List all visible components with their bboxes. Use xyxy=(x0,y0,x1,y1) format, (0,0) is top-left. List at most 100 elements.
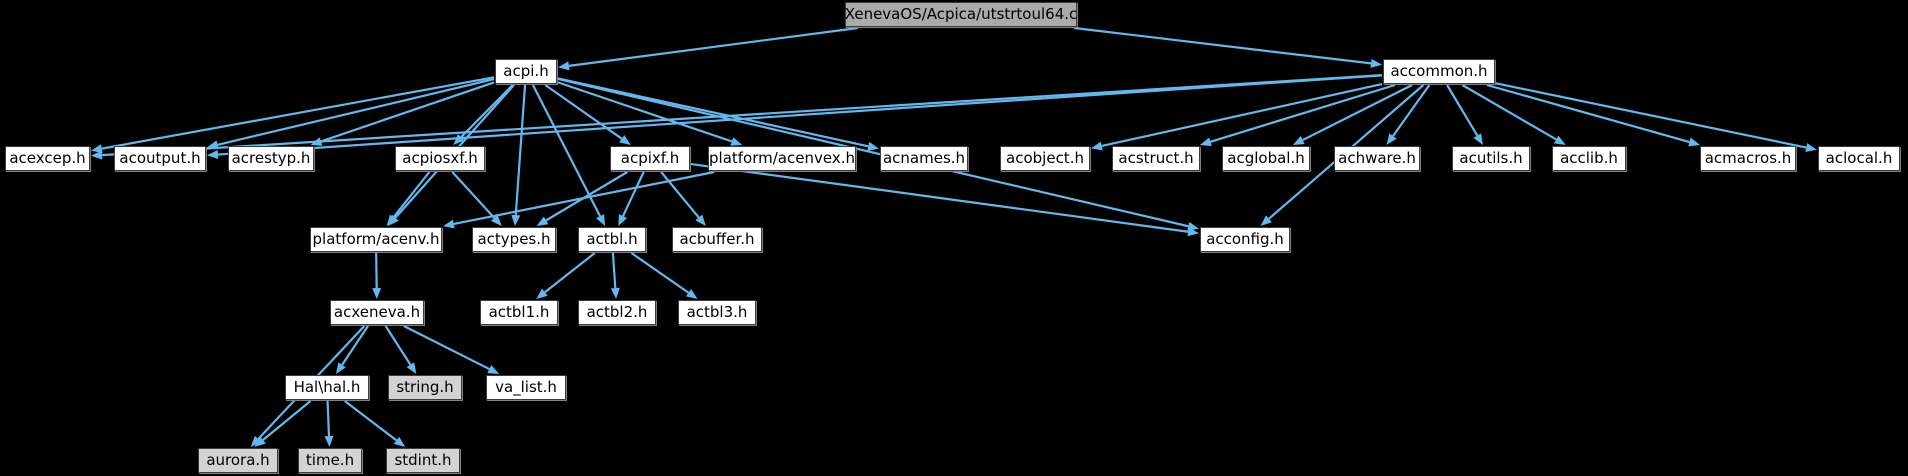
graph-node-label: acxeneva.h xyxy=(333,303,421,321)
graph-node-hal[interactable]: Hal\hal.h xyxy=(285,375,369,400)
graph-edge-accommon-to-acobject xyxy=(1091,83,1383,151)
graph-node-label: acutils.h xyxy=(1459,149,1523,167)
graph-node-acenvex[interactable]: platform/acenvex.h xyxy=(708,146,856,171)
graph-node-acpiosxf[interactable]: acpiosxf.h xyxy=(395,146,485,171)
graph-edge-hal-to-time xyxy=(324,400,334,447)
graph-node-label: acpi.h xyxy=(503,62,549,80)
graph-node-accommon[interactable]: accommon.h xyxy=(1383,59,1495,84)
graph-node-label: acexcep.h xyxy=(9,149,86,167)
graph-node-acclib[interactable]: acclib.h xyxy=(1552,146,1626,171)
graph-node-label: actbl3.h xyxy=(686,303,748,321)
graph-node-label: acpiosxf.h xyxy=(402,149,478,167)
graph-edge-root-to-acpi xyxy=(558,26,859,71)
graph-edge-acxeneva-to-hal xyxy=(336,325,369,374)
graph-node-label: accommon.h xyxy=(1390,62,1488,80)
graph-node-acmacros[interactable]: acmacros.h xyxy=(1700,146,1796,171)
graph-node-acconfig[interactable]: acconfig.h xyxy=(1200,227,1290,252)
graph-node-acpixf[interactable]: acpixf.h xyxy=(610,146,690,171)
graph-node-actbl1[interactable]: actbl1.h xyxy=(480,300,558,325)
graph-edge-acpi-to-acnames xyxy=(557,77,879,151)
graph-edge-accommon-to-aclocal xyxy=(1495,82,1817,152)
graph-node-label: platform/acenvex.h xyxy=(709,149,855,167)
graph-node-stdint[interactable]: stdint.h xyxy=(386,448,460,473)
graph-edge-hal-to-aurora xyxy=(254,400,312,447)
graph-node-aurora[interactable]: aurora.h xyxy=(198,448,278,473)
graph-node-string[interactable]: string.h xyxy=(388,375,462,400)
graph-node-label: stdint.h xyxy=(394,451,452,469)
graph-edge-acpi-to-acenvex xyxy=(557,81,743,146)
graph-edge-actbl-to-actbl2 xyxy=(610,252,620,299)
graph-node-label: actbl.h xyxy=(586,230,638,248)
graph-edge-accommon-to-achware xyxy=(1386,84,1431,145)
graph-node-actbl2[interactable]: actbl2.h xyxy=(578,300,656,325)
graph-node-aclocal[interactable]: aclocal.h xyxy=(1818,146,1900,171)
graph-node-label: acoutput.h xyxy=(119,149,201,167)
graph-node-actypes[interactable]: actypes.h xyxy=(472,227,556,252)
graph-node-label: actbl2.h xyxy=(586,303,648,321)
graph-edge-actbl-to-actbl1 xyxy=(536,252,596,299)
graph-node-achware[interactable]: achware.h xyxy=(1334,146,1420,171)
graph-node-label: actypes.h xyxy=(477,230,551,248)
graph-edge-acpixf-to-actypes xyxy=(536,171,628,226)
graph-edge-acpixf-to-acconfig xyxy=(690,162,1199,237)
graph-edge-acxeneva-to-string xyxy=(384,325,417,374)
graph-node-acxeneva[interactable]: acxeneva.h xyxy=(330,300,424,325)
graph-edge-accommon-to-acoutput xyxy=(207,74,1383,160)
graph-node-acrestyp[interactable]: acrestyp.h xyxy=(228,146,314,171)
graph-edge-actbl-to-actbl3 xyxy=(630,252,698,299)
graph-node-label: aurora.h xyxy=(206,451,270,469)
graph-node-label: acobject.h xyxy=(1006,149,1084,167)
graph-edge-accommon-to-acstruct xyxy=(1199,83,1396,147)
graph-node-label: XenevaOS/Acpica/utstrtoul64.c xyxy=(844,5,1078,23)
graph-node-label: acglobal.h xyxy=(1227,149,1305,167)
graph-node-acexcep[interactable]: acexcep.h xyxy=(5,146,90,171)
graph-edge-acpi-to-actypes xyxy=(511,84,527,226)
graph-node-label: acconfig.h xyxy=(1206,230,1284,248)
graph-edge-acenvex-to-acenv xyxy=(443,170,715,229)
graph-node-acbuffer[interactable]: acbuffer.h xyxy=(672,227,762,252)
graph-node-label: acrestyp.h xyxy=(231,149,311,167)
graph-edge-acpixf-to-acbuffer xyxy=(660,171,706,226)
graph-node-label: string.h xyxy=(396,378,454,396)
graph-edge-accommon-to-acexcep xyxy=(91,73,1383,160)
graph-node-label: acmacros.h xyxy=(1704,149,1792,167)
graph-node-acenv[interactable]: platform/acenv.h xyxy=(310,227,442,252)
graph-node-acnames[interactable]: acnames.h xyxy=(880,146,968,171)
graph-node-label: acbuffer.h xyxy=(679,230,755,248)
graph-edge-acpixf-to-actbl xyxy=(618,171,645,226)
graph-node-label: va_list.h xyxy=(495,378,557,396)
graph-edge-acpiosxf-to-actypes xyxy=(451,171,502,226)
graph-edge-accommon-to-acclib xyxy=(1461,84,1566,145)
graph-edge-root-to-accommon xyxy=(1074,26,1382,68)
graph-node-label: Hal\hal.h xyxy=(293,378,361,396)
graph-node-acglobal[interactable]: acglobal.h xyxy=(1222,146,1310,171)
graph-edge-acxeneva-to-valist xyxy=(403,325,500,374)
graph-node-time[interactable]: time.h xyxy=(298,448,362,473)
graph-edge-hal-to-stdint xyxy=(344,400,406,447)
graph-node-acstruct[interactable]: acstruct.h xyxy=(1112,146,1200,171)
graph-node-label: aclocal.h xyxy=(1825,149,1893,167)
graph-node-acoutput[interactable]: acoutput.h xyxy=(114,146,206,171)
graph-edge-acpi-to-actbl xyxy=(531,84,606,226)
graph-edge-accommon-to-acmacros xyxy=(1486,83,1701,147)
graph-edge-accommon-to-acglobal xyxy=(1292,84,1413,145)
graph-node-label: acnames.h xyxy=(882,149,966,167)
graph-node-valist[interactable]: va_list.h xyxy=(486,375,566,400)
graph-node-root[interactable]: XenevaOS/Acpica/utstrtoul64.c xyxy=(845,2,1077,27)
graph-node-label: achware.h xyxy=(1338,149,1416,167)
graph-node-label: acpixf.h xyxy=(620,149,680,167)
graph-node-label: time.h xyxy=(305,451,355,469)
graph-node-label: platform/acenv.h xyxy=(312,230,440,248)
graph-node-acpi[interactable]: acpi.h xyxy=(495,59,557,84)
graph-edge-acpiosxf-to-acenv xyxy=(386,171,431,226)
graph-node-actbl3[interactable]: actbl3.h xyxy=(678,300,756,325)
graph-edge-accommon-to-acutils xyxy=(1446,84,1483,145)
graph-node-acutils[interactable]: acutils.h xyxy=(1452,146,1530,171)
graph-edge-acpi-to-acexcep xyxy=(91,76,495,154)
graph-node-acobject[interactable]: acobject.h xyxy=(1000,146,1090,171)
graph-node-label: acstruct.h xyxy=(1118,149,1194,167)
graph-node-actbl[interactable]: actbl.h xyxy=(578,227,646,252)
graph-node-label: actbl1.h xyxy=(488,303,550,321)
